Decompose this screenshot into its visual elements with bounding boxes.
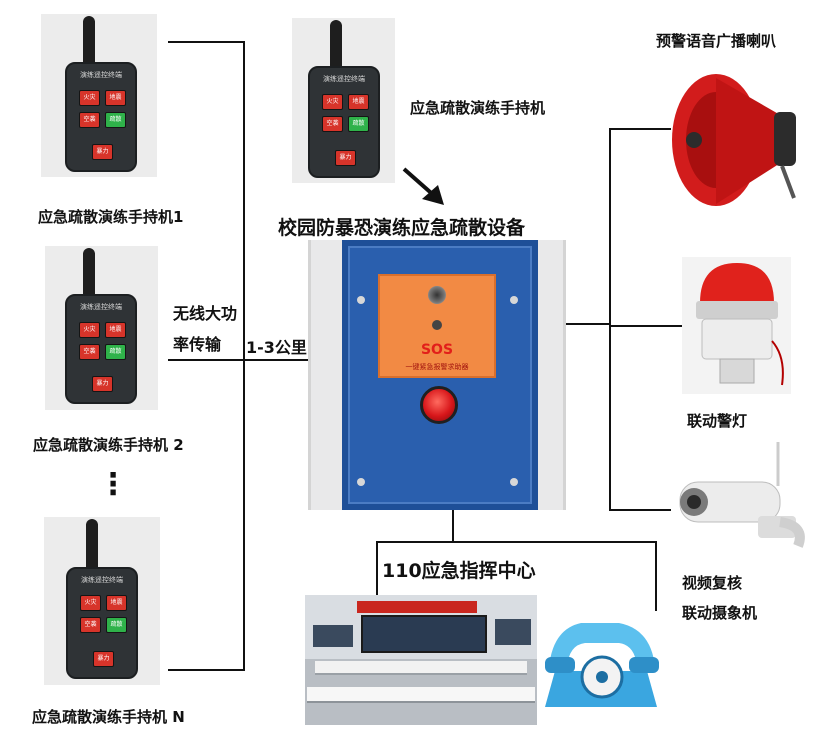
handset-title: 演练遥控终端 [323,75,365,83]
wireless-label-line2: 率传输 [173,335,222,354]
handset-button-evac: 疏散 [348,116,369,132]
handset-button-air: 空袭 [79,344,100,360]
handset-title: 演练遥控终端 [80,71,122,79]
handset-button-quake: 地震 [105,90,126,106]
telephone-icon [545,623,659,707]
handset-button-violence: 暴力 [335,150,356,166]
handset-body: 演练遥控终端 火灾 地震 空袭 疏散 暴力 [308,66,380,178]
wire-camera [609,509,671,511]
antenna-icon [83,248,95,308]
arrow-icon [402,167,444,205]
wall-banner [357,601,477,613]
lamp-label: 联动警灯 [687,412,748,430]
right-screens [495,619,531,645]
speaker-hole-icon [432,320,442,330]
warning-lamp-icon [696,263,784,386]
wire-handset2-link [168,359,308,361]
diagram-title: 校园防暴恐演练应急疏散设备 [278,217,526,239]
sos-button [420,386,458,424]
handset-button-fire: 火灾 [322,94,343,110]
video-wall [361,615,487,653]
sos-text: SOS [420,342,454,358]
wire-right-trunk [566,323,610,325]
camera-lens-icon [428,286,446,304]
antenna-icon [330,20,342,80]
speaker-label: 预警语音广播喇叭 [656,32,777,50]
wire-bottom-left-drop [376,541,378,599]
wire-bottom-right-drop [655,541,657,611]
antenna-icon [83,16,95,76]
sos-subtext: 一键紧急报警求助器 [405,363,469,371]
handset-label-2: 应急疏散演练手持机 2 [33,436,184,454]
handset-label-n: 应急疏散演练手持机 N [32,708,185,726]
screw-icon [510,296,518,304]
handset-button-air: 空袭 [79,112,100,128]
screw-icon [510,478,518,486]
handset-button-fire: 火灾 [80,595,101,611]
wire-right-vertical [609,128,611,510]
handset-button-evac: 疏散 [105,112,126,128]
handset-button-evac: 疏散 [106,617,127,633]
wire-left-vertical [243,41,245,671]
horn-speaker-icon [672,74,796,206]
wire-handsetN-bottom [168,669,245,671]
handset-button-air: 空袭 [80,617,101,633]
wire-lamp [609,325,685,327]
top-handset-label: 应急疏散演练手持机 [410,99,546,117]
handset-button-fire: 火灾 [79,90,100,106]
handset-button-quake: 地震 [106,595,127,611]
handset-button-evac: 疏散 [105,344,126,360]
wireless-label-line1: 无线大功 [173,304,238,323]
handset-button-violence: 暴力 [92,376,113,392]
handset-body: 演练遥控终端 火灾 地震 空袭 疏散 暴力 [66,567,138,679]
desk-row [307,687,535,703]
ellipsis: ⋮ [98,467,128,502]
handset-button-quake: 地震 [348,94,369,110]
handset-button-fire: 火灾 [79,322,100,338]
screw-icon [357,296,365,304]
left-screens [313,625,353,647]
handset-button-quake: 地震 [105,322,126,338]
handset-title: 演练遥控终端 [81,576,123,584]
handset-button-violence: 暴力 [92,144,113,160]
command-center-photo [305,595,537,725]
wire-device-down [452,510,454,542]
camera-label-line2: 联动摄象机 [682,604,758,622]
handset-title: 演练遥控终端 [80,303,122,311]
handset-button-violence: 暴力 [93,651,114,667]
handset-body: 演练遥控终端 火灾 地震 空袭 疏散 暴力 [65,62,137,172]
security-camera-icon [679,442,805,548]
wire-speaker [609,128,671,130]
distance-label: 1-3公里 [246,338,307,357]
wire-handset1-top [168,41,244,43]
handset-label-1: 应急疏散演练手持机1 [38,208,184,226]
command-center-label: 110应急指挥中心 [382,560,536,582]
camera-label-line1: 视频复核 [682,574,743,592]
antenna-icon [86,519,98,579]
desk-row [315,661,527,675]
screw-icon [357,478,365,486]
wire-bottom-horizontal [376,541,656,543]
handset-button-air: 空袭 [322,116,343,132]
handset-body: 演练遥控终端 火灾 地震 空袭 疏散 暴力 [65,294,137,404]
sos-panel: SOS 一键紧急报警求助器 [378,274,496,378]
